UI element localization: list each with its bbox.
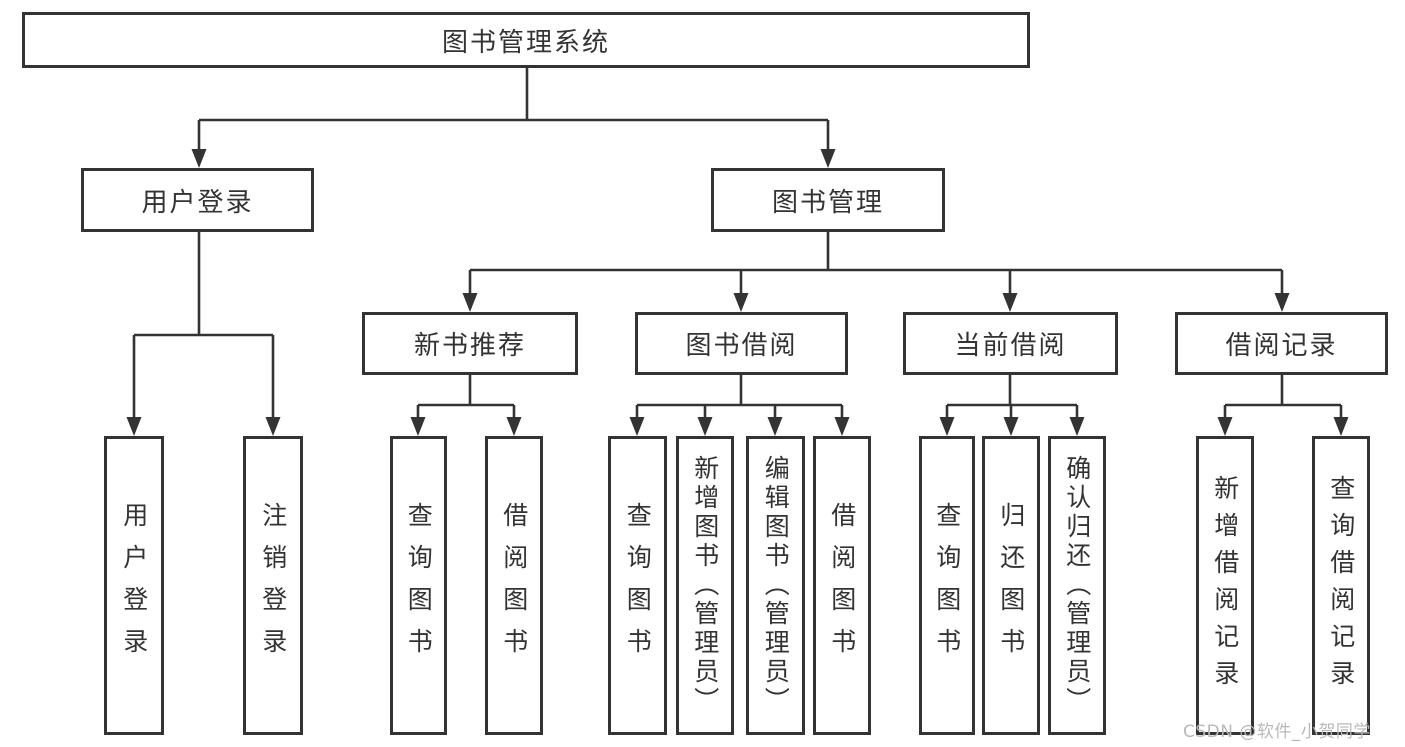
node-query-books-current: 查询图书 [919,436,975,735]
arrowhead-icon [834,417,850,436]
node-label: 编辑图书（管理员） [761,455,791,716]
node-book-management: 图书管理 [711,168,945,232]
node-label: 归还图书 [996,501,1026,670]
arrowhead-icon [126,417,142,436]
node-root: 图书管理系统 [22,12,1030,68]
node-label: 用户登录 [119,501,149,670]
arrowhead-icon [1274,293,1290,312]
arrowhead-icon [820,149,836,168]
arrowhead-icon [697,417,713,436]
node-current-borrowing: 当前借阅 [903,312,1118,375]
node-label: 图书借阅 [685,331,798,361]
arrowhead-icon [1002,293,1018,312]
node-borrow-books: 借阅图书 [813,436,871,735]
node-borrowing-records: 借阅记录 [1175,312,1388,375]
node-return-books: 归还图书 [982,436,1040,735]
arrowhead-icon [1217,417,1233,436]
arrowhead-icon [733,293,749,312]
node-label: 借阅图书 [499,501,529,670]
arrowhead-icon [265,417,281,436]
node-label: 查询借阅记录 [1326,474,1356,697]
arrowhead-icon [506,417,522,436]
node-label: 查询图书 [623,501,653,670]
arrowhead-icon [462,293,478,312]
node-label: 图书管理系统 [441,27,610,58]
arrowhead-icon [629,417,645,436]
arrowhead-icon [1333,417,1349,436]
node-confirm-return-admin: 确认归还（管理员） [1048,436,1106,735]
node-label: 确认归还（管理员） [1062,455,1092,716]
node-book-borrowing: 图书借阅 [635,312,848,375]
node-label: 当前借阅 [954,331,1067,361]
node-label: 新书推荐 [413,331,526,361]
node-label: 新增借阅记录 [1210,474,1240,697]
node-edit-books-admin: 编辑图书（管理员） [746,436,805,735]
node-borrow-books-recommend: 借阅图书 [485,436,543,735]
node-label: 查询图书 [404,501,434,670]
node-label: 新增图书（管理员） [690,455,720,716]
node-query-books-recommend: 查询图书 [390,436,447,735]
node-user-login: 用户登录 [104,436,164,735]
arrowhead-icon [1003,417,1019,436]
node-logout: 注销登录 [243,436,303,735]
node-label: 图书管理 [771,187,884,218]
arrowhead-icon [939,417,955,436]
node-query-borrow-record: 查询借阅记录 [1312,436,1370,735]
arrowhead-icon [410,417,426,436]
node-label: 注销登录 [258,501,288,670]
arrowhead-icon [191,149,207,168]
arrowhead-icon [767,417,783,436]
node-query-books-borrowing: 查询图书 [608,436,667,735]
arrowhead-icon [1069,417,1085,436]
node-label: 借阅图书 [827,501,857,670]
node-label: 用户登录 [141,187,254,218]
node-add-borrow-record: 新增借阅记录 [1196,436,1254,735]
node-new-book-recommend: 新书推荐 [362,312,578,375]
node-add-books-admin: 新增图书（管理员） [676,436,734,735]
node-user-login-branch: 用户登录 [81,168,314,232]
watermark: CSDN @软件_小贺同学 [1183,722,1371,742]
node-label: 查询图书 [932,501,962,670]
node-label: 借阅记录 [1225,331,1338,361]
